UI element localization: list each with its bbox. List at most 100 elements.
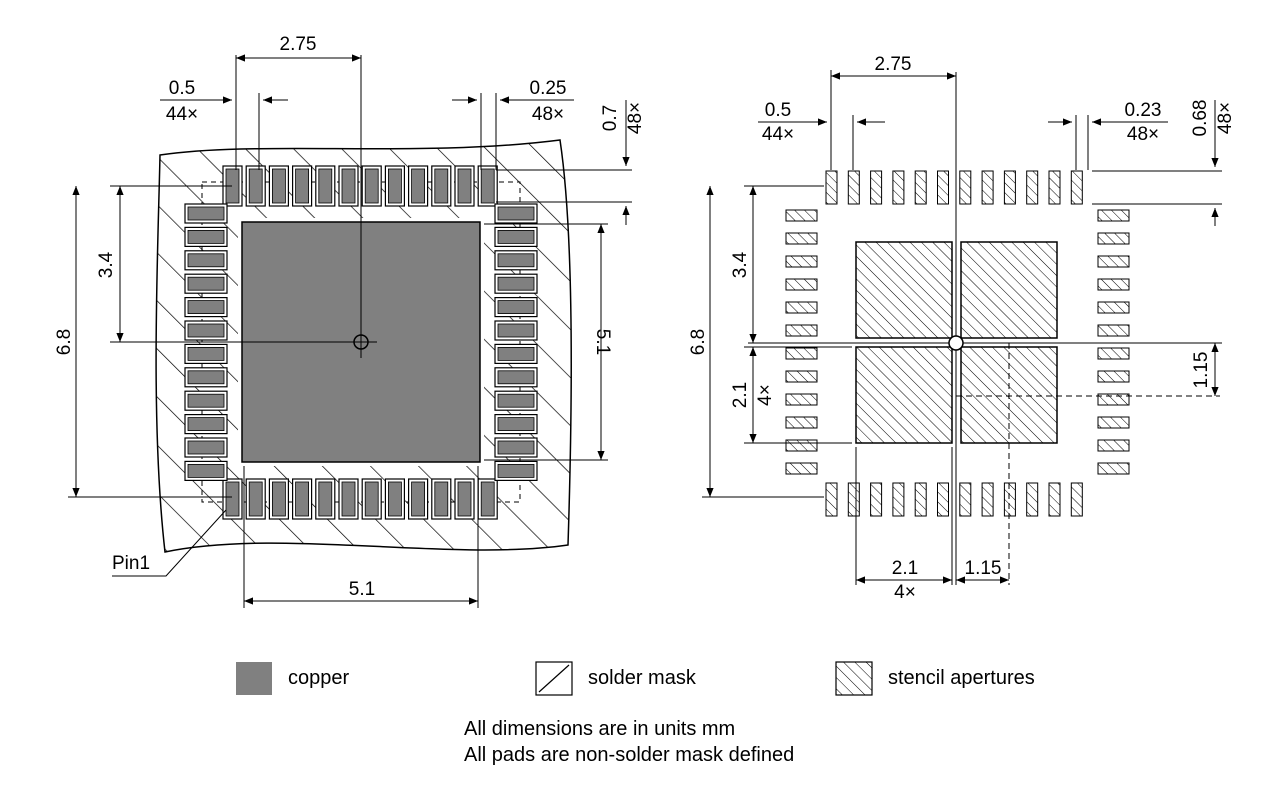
pad-left (187, 440, 225, 455)
pad-top (248, 168, 263, 204)
pad-top (364, 168, 379, 204)
dim-aperture-count-h: 4× (894, 582, 916, 603)
stencil-pad-bottom (892, 482, 905, 517)
pad-left (187, 393, 225, 408)
stencil-pad-right (1097, 278, 1130, 291)
pad-right (497, 463, 535, 478)
pad-left (187, 346, 225, 361)
dim-aperture-gap-v: 1.15 (1191, 352, 1212, 389)
stencil-pad-left (785, 347, 818, 360)
stencil-aperture-tl (855, 241, 953, 339)
dim-pad-width: 0.5 (169, 78, 195, 99)
stencil-pad-bottom (914, 482, 927, 517)
stencil-pad-left (785, 301, 818, 314)
stencil-pad-right (1097, 209, 1130, 222)
pad-left (187, 370, 225, 385)
stencil-pad-bottom (981, 482, 994, 517)
dim-pitch-top: 2.75 (280, 34, 317, 55)
pad-bottom (248, 481, 263, 517)
right-pad-array (785, 170, 1130, 517)
pad-bottom (434, 481, 449, 517)
stencil-pad-top (825, 170, 838, 205)
pad-bottom (364, 481, 379, 517)
dim-pitch-top-right: 2.75 (875, 54, 912, 75)
stencil-pad-bottom (1003, 482, 1016, 517)
pad-bottom (480, 481, 495, 517)
pad-top (295, 168, 310, 204)
legend-solder-mask-label: solder mask (588, 667, 697, 689)
pad-left (187, 276, 225, 291)
legend: copper solder mask stencil apertures (236, 661, 1035, 696)
dim-pad-gap-right: 0.23 (1125, 100, 1162, 121)
stencil-pad-bottom (825, 482, 838, 517)
dim-pad-length-count: 48× (625, 102, 646, 134)
center-mark-right (948, 335, 964, 351)
dim-pad-span-right: 6.8 (688, 329, 709, 355)
stencil-pad-right (1097, 324, 1130, 337)
dim-aperture-count-v: 4× (755, 384, 776, 406)
stencil-pad-bottom (1026, 482, 1039, 517)
note-pads: All pads are non-solder mask defined (464, 744, 795, 766)
pad-top (341, 168, 356, 204)
stencil-pad-left (785, 439, 818, 452)
pad-top (457, 168, 472, 204)
pad-right (497, 323, 535, 338)
pin1-label: Pin1 (112, 553, 150, 574)
pad-bottom (295, 481, 310, 517)
dim-pad-length-right: 0.68 (1190, 100, 1211, 137)
stencil-pad-right (1097, 232, 1130, 245)
pad-right (497, 393, 535, 408)
dim-pad-gap-count: 48× (532, 104, 564, 125)
dim-pad-width-count: 44× (166, 104, 198, 125)
stencil-pad-left (785, 209, 818, 222)
stencil-pad-bottom (937, 482, 949, 517)
stencil-pad-left (785, 255, 818, 268)
pad-right (497, 370, 535, 385)
stencil-pad-left (785, 278, 818, 291)
legend-stencil-swatch (835, 661, 873, 696)
pad-right (497, 276, 535, 291)
stencil-aperture-tr (960, 241, 1058, 339)
dim-pad-width-count-right: 44× (762, 124, 794, 145)
left-pad-array (184, 165, 538, 520)
pad-bottom (387, 481, 402, 517)
pad-left (187, 417, 225, 432)
stencil-pad-bottom (1048, 482, 1061, 517)
dim-center-offset: 3.4 (96, 251, 117, 278)
pad-left (187, 300, 225, 315)
pad-left (187, 323, 225, 338)
stencil-pad-top (847, 170, 860, 205)
stencil-pad-right (1097, 301, 1130, 314)
dim-pad-span: 6.8 (54, 329, 75, 355)
stencil-pad-left (785, 232, 818, 245)
stencil-pad-left (785, 324, 818, 337)
stencil-pad-top (1048, 170, 1061, 205)
pad-top (387, 168, 402, 204)
stencil-pad-top (914, 170, 927, 205)
dim-aperture-size-h: 2.1 (892, 558, 918, 579)
pad-bottom (318, 481, 333, 517)
stencil-aperture-bl (855, 346, 953, 444)
stencil-pad-left (785, 370, 818, 383)
dim-pad-gap: 0.25 (530, 78, 567, 99)
pad-right (497, 440, 535, 455)
stencil-pad-right (1097, 393, 1130, 406)
legend-copper-label: copper (288, 667, 349, 689)
pad-bottom (341, 481, 356, 517)
stencil-pad-right (1097, 462, 1130, 475)
pad-right (497, 417, 535, 432)
dim-ep-height: 5.1 (592, 329, 613, 355)
stencil-pad-top (981, 170, 994, 205)
stencil-pad-bottom (1070, 482, 1083, 517)
stencil-pad-top (937, 170, 949, 205)
dim-aperture-size-v: 2.1 (730, 382, 751, 408)
stencil-pad-right (1097, 255, 1130, 268)
pad-bottom (411, 481, 426, 517)
stencil-pad-right (1097, 370, 1130, 383)
stencil-pad-right (1097, 416, 1130, 429)
dim-aperture-gap-h: 1.15 (965, 558, 1002, 579)
stencil-pad-bottom (870, 482, 883, 517)
stencil-pad-top (892, 170, 905, 205)
legend-stencil-label: stencil apertures (888, 667, 1035, 689)
